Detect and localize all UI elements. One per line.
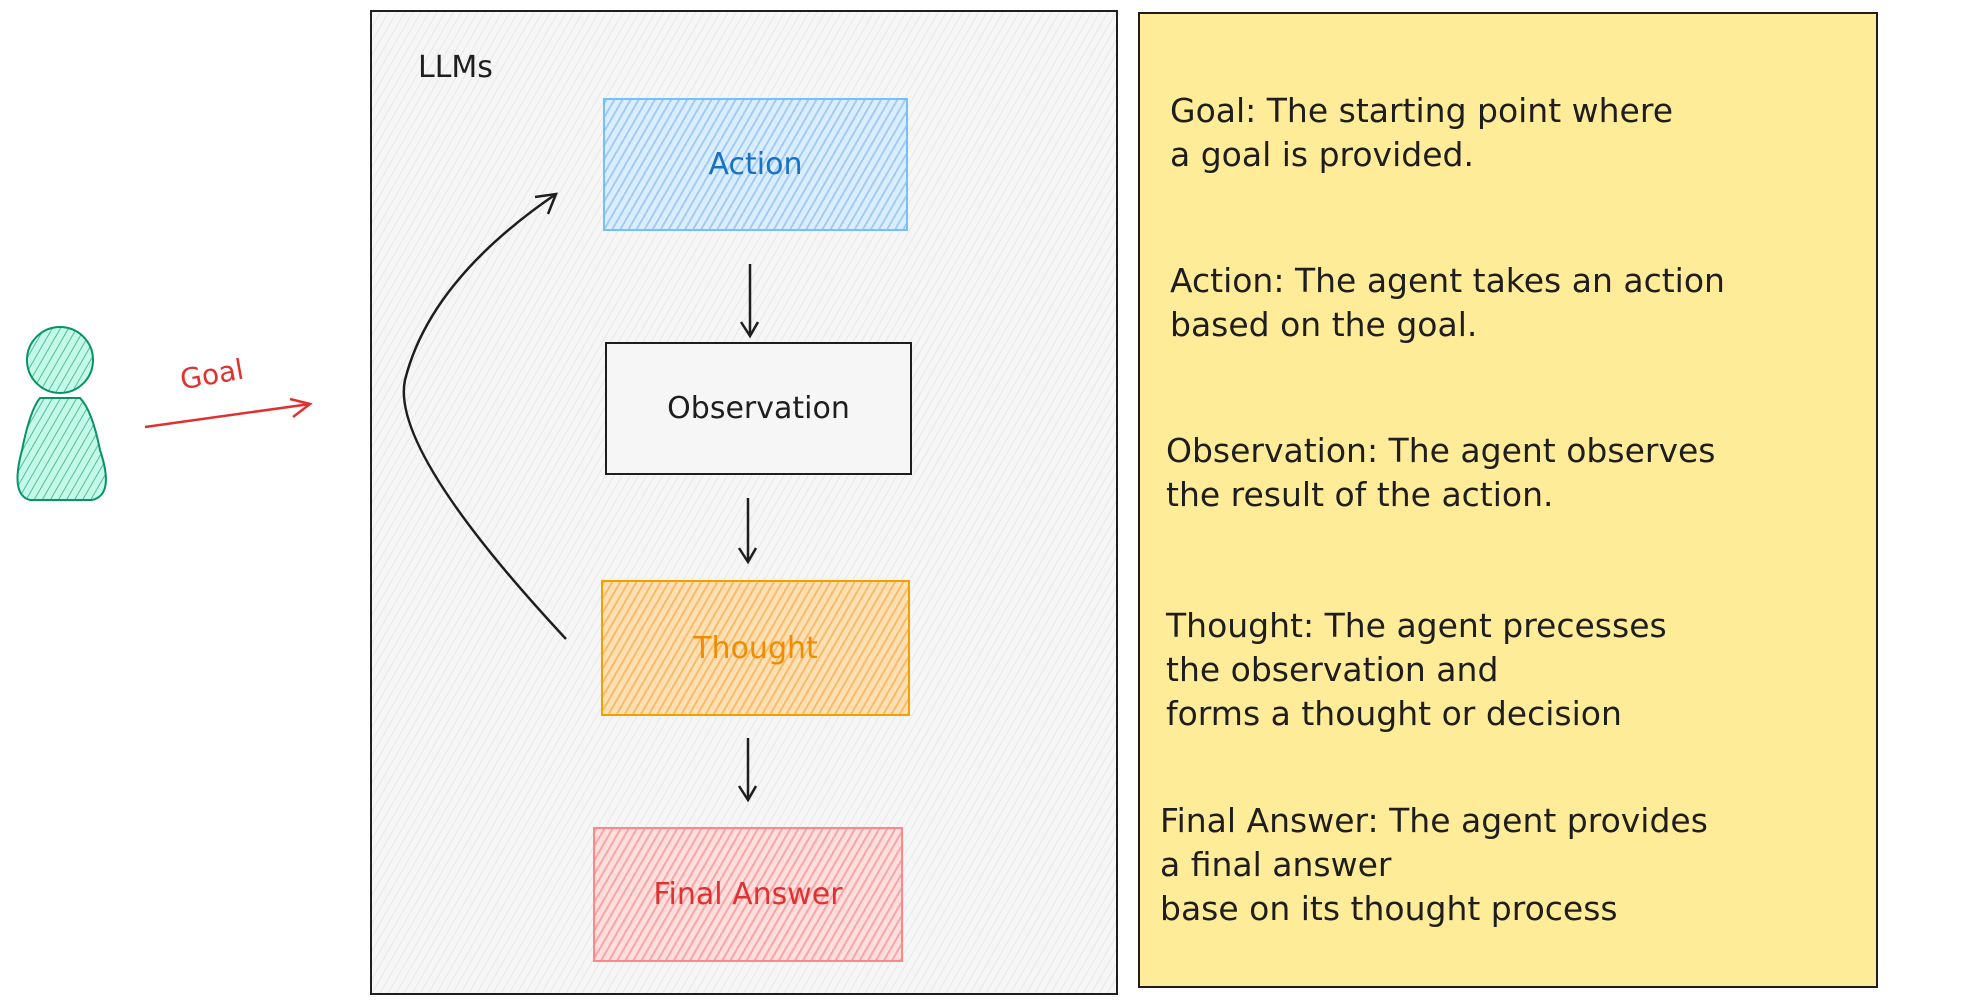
user-figure-icon: [16, 326, 107, 501]
final-answer-node-label: Final Answer: [653, 877, 843, 912]
action-node-label: Action: [708, 147, 803, 182]
note-action-text: Action: The agent takes an action based …: [1170, 261, 1725, 344]
goal-arrow: [144, 397, 313, 429]
note-thought-text: Thought: The agent precesses the observa…: [1166, 606, 1667, 733]
llm-container-label: LLMs: [418, 50, 493, 85]
note-goal-text: Goal: The starting point where a goal is…: [1170, 91, 1674, 174]
thought-node-label: Thought: [693, 630, 818, 666]
observation-node: Observation: [605, 342, 912, 475]
arrow-thought-to-final-answer: [737, 738, 758, 803]
goal-arrow-label: Goal: [177, 352, 247, 397]
note-final-answer-text: Final Answer: The agent provides a final…: [1160, 801, 1708, 928]
arrow-observation-to-thought: [737, 498, 758, 565]
note-observation-text: Observation: The agent observes the resu…: [1166, 431, 1716, 514]
arrow-action-to-observation: [739, 264, 760, 339]
loop-back-arrow: [402, 192, 567, 640]
action-node: Action: [603, 98, 908, 231]
observation-node-label: Observation: [667, 391, 850, 426]
final-answer-node: Final Answer: [593, 827, 903, 962]
explanation-note: Goal: The starting point where a goal is…: [1138, 12, 1878, 988]
thought-node: Thought: [601, 580, 910, 716]
